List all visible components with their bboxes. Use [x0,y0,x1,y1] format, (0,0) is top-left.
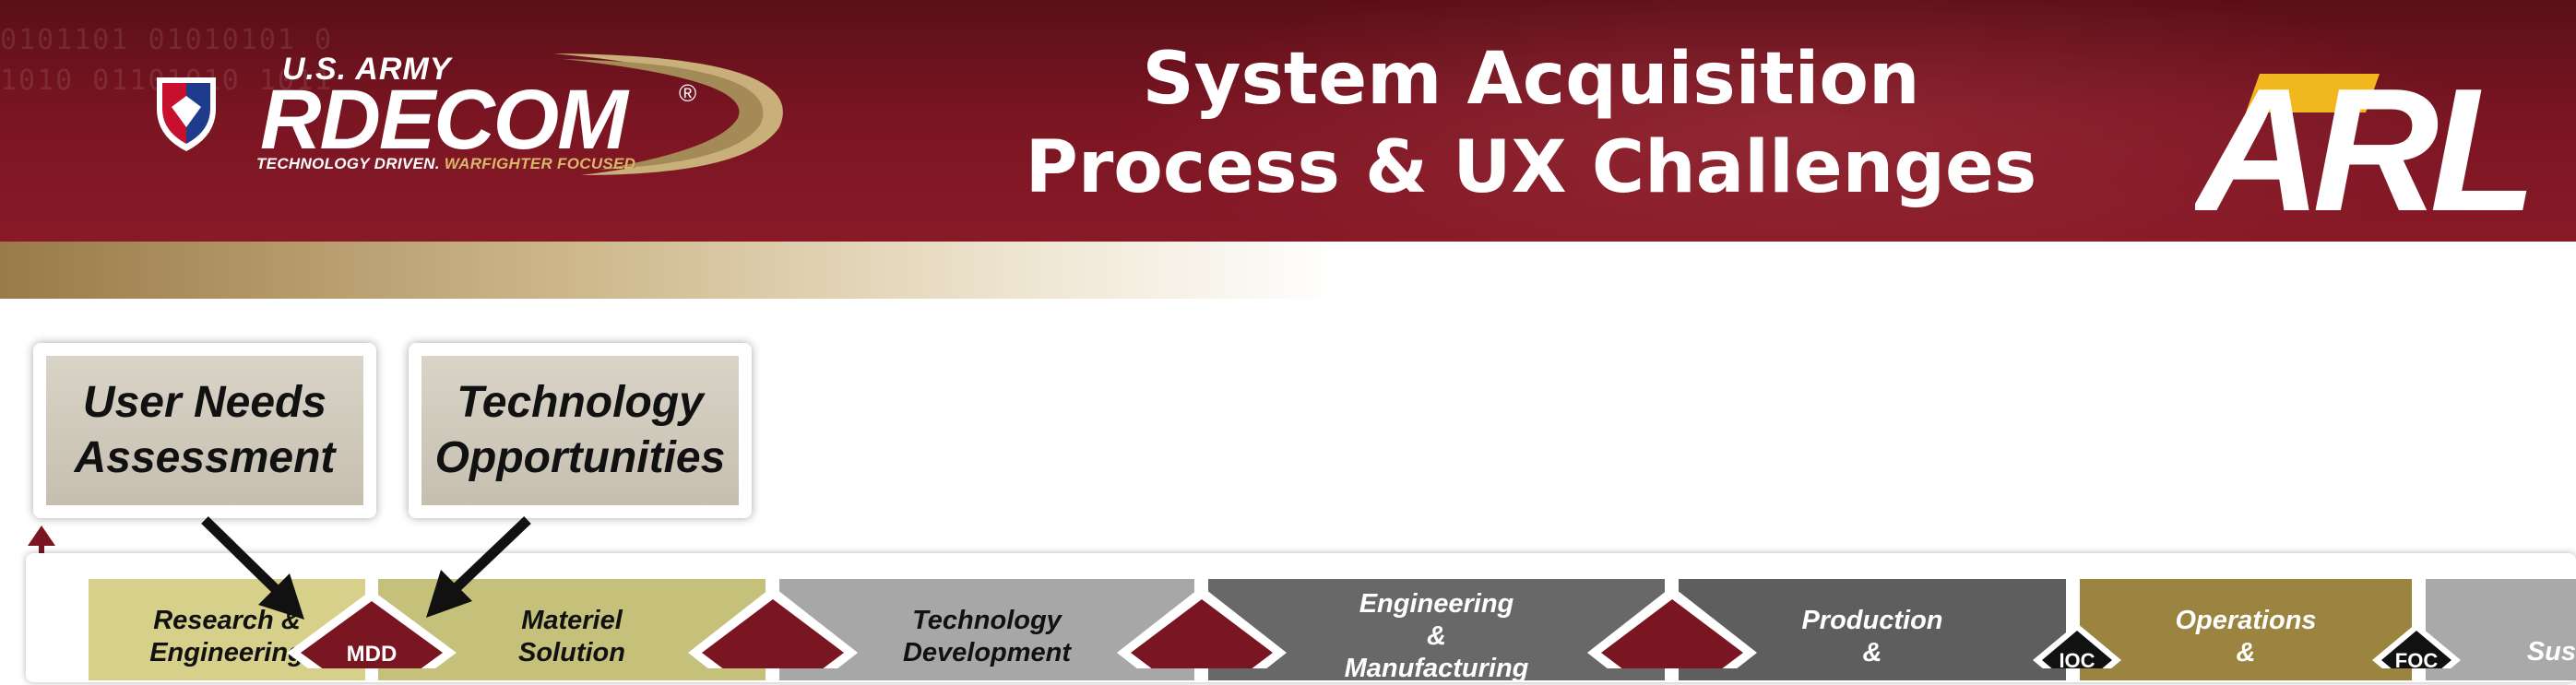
page-title: System Acquisition Process & UX Challeng… [932,35,2131,212]
phase-techdev-line2: Development [902,638,1072,667]
milestone-ioc: IOC [2033,623,2121,668]
milestone-foc: FOC [2372,623,2461,668]
phase-operations-line2: & [2236,638,2256,667]
technology-opportunities-box: Technology Opportunities [409,343,752,518]
phase-materiel-line1: Materiel [521,606,623,635]
tagline-part1: TECHNOLOGY DRIVEN. [256,155,440,172]
phase-emd-line1: Engineering [1359,589,1514,619]
us-army-text: U.S. ARMY [282,52,452,87]
phase-production-line1: Production [1801,606,1943,635]
phase-operations-line1: Operations [2175,606,2317,635]
tech-opps-line1: Technology [457,378,704,427]
technology-opportunities-label: Technology Opportunities [421,356,739,505]
phase-techdev-line1: Technology [912,606,1062,635]
tagline-part2: WARFIGHTER FOCUSED. [444,155,641,172]
user-needs-line2: Assessment [74,433,336,482]
technology-opportunities-arrow [426,516,531,618]
phase-materiel-line2: Solution [518,638,625,667]
user-needs-line1: User Needs [82,378,327,427]
milestone-c [1587,586,1757,668]
rdecom-tagline: TECHNOLOGY DRIVEN. WARFIGHTER FOCUSED. [256,155,640,173]
phase-research-line2: Engineering [149,638,304,667]
milestone-layer: MDD IOC FOC [287,586,2461,668]
phase-technology-development: Technology Development [779,579,1194,680]
milestone-mdd: MDD [287,590,457,668]
milestone-foc-label: FOC [2395,649,2439,668]
phase-production-line2: & [1862,638,1882,667]
rdecom-logo-text: RDECOM [260,73,628,167]
input-arrows [201,516,531,620]
milestone-ioc-label: IOC [2059,649,2095,668]
registered-mark: ® [679,79,697,107]
banner-glow [1107,0,2490,258]
milestone-b [1117,586,1287,668]
tech-opps-line2: Opportunities [434,433,726,482]
rdecom-swoosh-graphic [553,53,783,175]
banner-gold-strip [0,242,2576,299]
title-line2: Process & UX Challenges [1025,126,2037,209]
army-shield-icon [157,77,216,151]
arl-logo-text: ARL [2195,55,2527,218]
phase-sustainment-line1: Sus [2526,637,2576,667]
user-needs-assessment-label: User Needs Assessment [46,356,363,505]
milestone-a [688,586,858,668]
user-needs-assessment-box: User Needs Assessment [33,343,376,518]
milestone-mdd-label: MDD [347,642,398,667]
arl-logo: ARL [2195,55,2536,218]
phase-research-line1: Research & [153,606,301,635]
title-line1: System Acquisition [1142,38,1920,121]
phase-operations-support: Operations & [2080,579,2412,680]
phase-emd-line2: & [1427,621,1446,651]
user-needs-arrow [201,516,304,620]
